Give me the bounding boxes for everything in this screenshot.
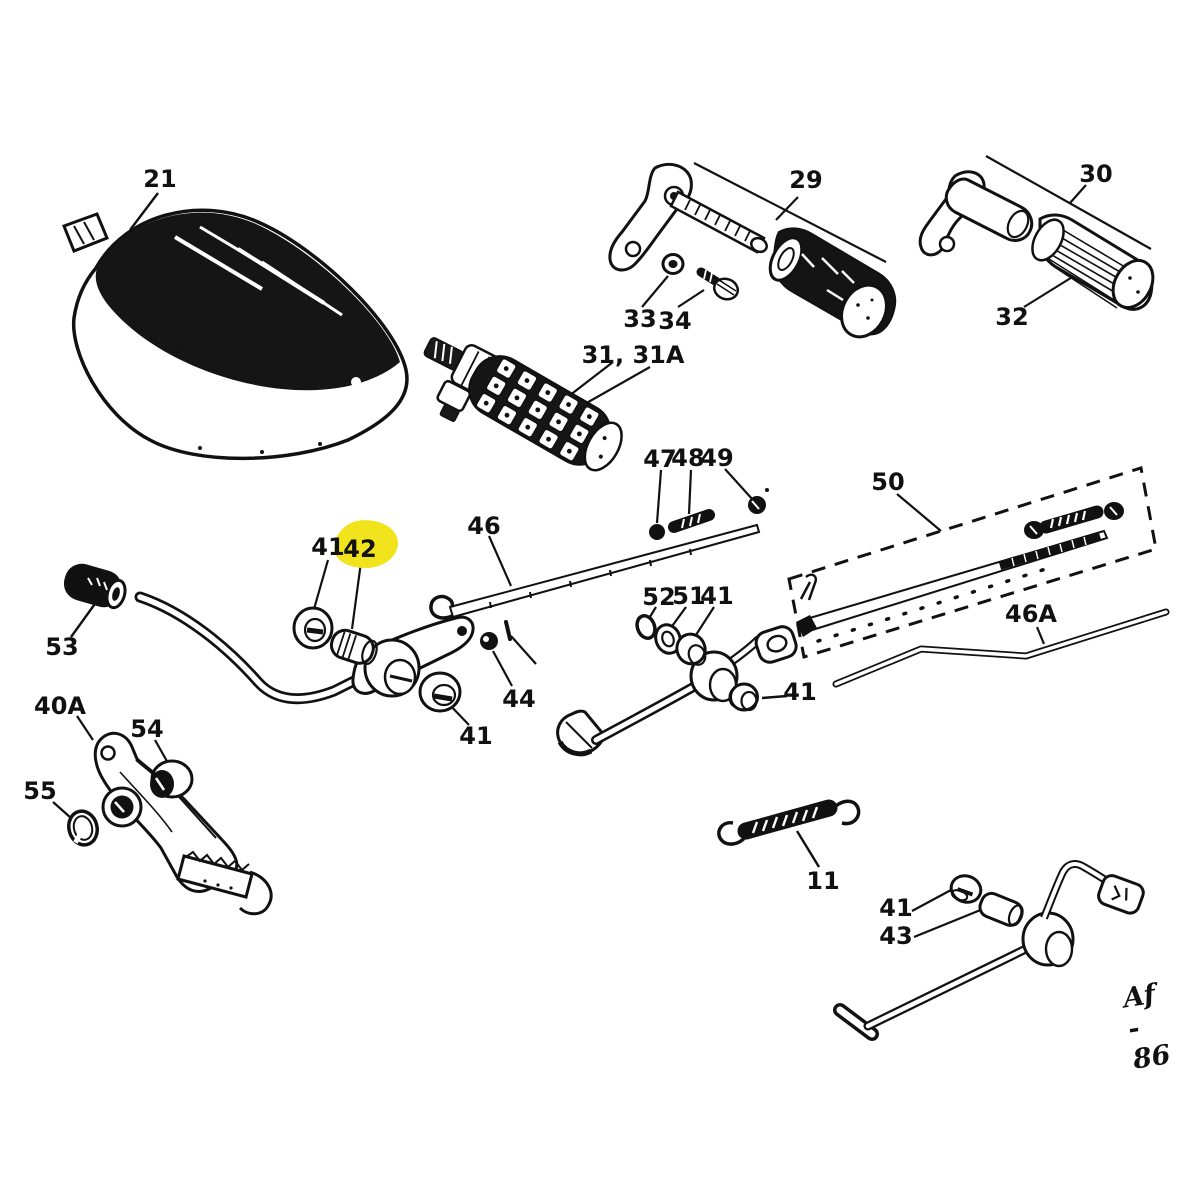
part-label-41-c[interactable]: 41 (459, 722, 493, 750)
part-label-54[interactable]: 54 (130, 715, 164, 743)
parts-47-48-49-drawing (649, 468, 769, 540)
part-label-41-b[interactable]: 41 (700, 582, 734, 610)
part-53-rubber-drawing (63, 563, 127, 638)
part-label-46[interactable]: 46 (467, 512, 501, 540)
brake-pedal-drawing (134, 559, 537, 726)
part-label-50[interactable]: 50 (871, 468, 905, 496)
part-30-footrest-drawing (918, 155, 1155, 311)
bottom-lever-drawing (833, 860, 1145, 1041)
part-label-41-d[interactable]: 41 (783, 678, 817, 706)
part-label-52[interactable]: 52 (642, 583, 676, 611)
part-label-41-a[interactable]: 41 (311, 533, 345, 561)
part-21-pedal-pad-drawing (62, 192, 409, 461)
assembly-50-drawing (787, 466, 1158, 659)
part-label-46A[interactable]: 46A (1005, 600, 1057, 628)
part-label-41-e[interactable]: 41 (879, 894, 913, 922)
part-label-51[interactable]: 51 (672, 582, 706, 610)
part-label-29[interactable]: 29 (789, 166, 823, 194)
part-label-47[interactable]: 47 (643, 445, 677, 473)
part-label-34[interactable]: 34 (658, 307, 692, 335)
part-label-48[interactable]: 48 (671, 444, 705, 472)
part-label-31-31A[interactable]: 31, 31A (581, 341, 685, 369)
part-label-40A[interactable]: 40A (34, 692, 86, 720)
spring-11-drawing (717, 799, 861, 868)
rod-46-drawing (429, 523, 761, 620)
rod-46A-drawing (832, 608, 1170, 688)
part-label-55[interactable]: 55 (23, 777, 57, 805)
part-label-43[interactable]: 43 (879, 922, 913, 950)
part-label-32[interactable]: 32 (995, 303, 1029, 331)
part-label-21[interactable]: 21 (143, 165, 177, 193)
part-label-42-highlighted[interactable]: 42 (343, 535, 377, 563)
part-label-53[interactable]: 53 (45, 633, 79, 661)
shift-lever-drawing (556, 606, 798, 757)
part-31-footpeg-drawing (423, 337, 651, 472)
part-label-11[interactable]: 11 (806, 867, 840, 895)
part-label-44[interactable]: 44 (502, 685, 536, 713)
part-label-49[interactable]: 49 (700, 444, 734, 472)
bracket-40A-drawing (52, 715, 273, 916)
part-label-33[interactable]: 33 (623, 305, 657, 333)
part-29-footrest-drawing (608, 162, 897, 339)
part-label-30[interactable]: 30 (1079, 160, 1113, 188)
